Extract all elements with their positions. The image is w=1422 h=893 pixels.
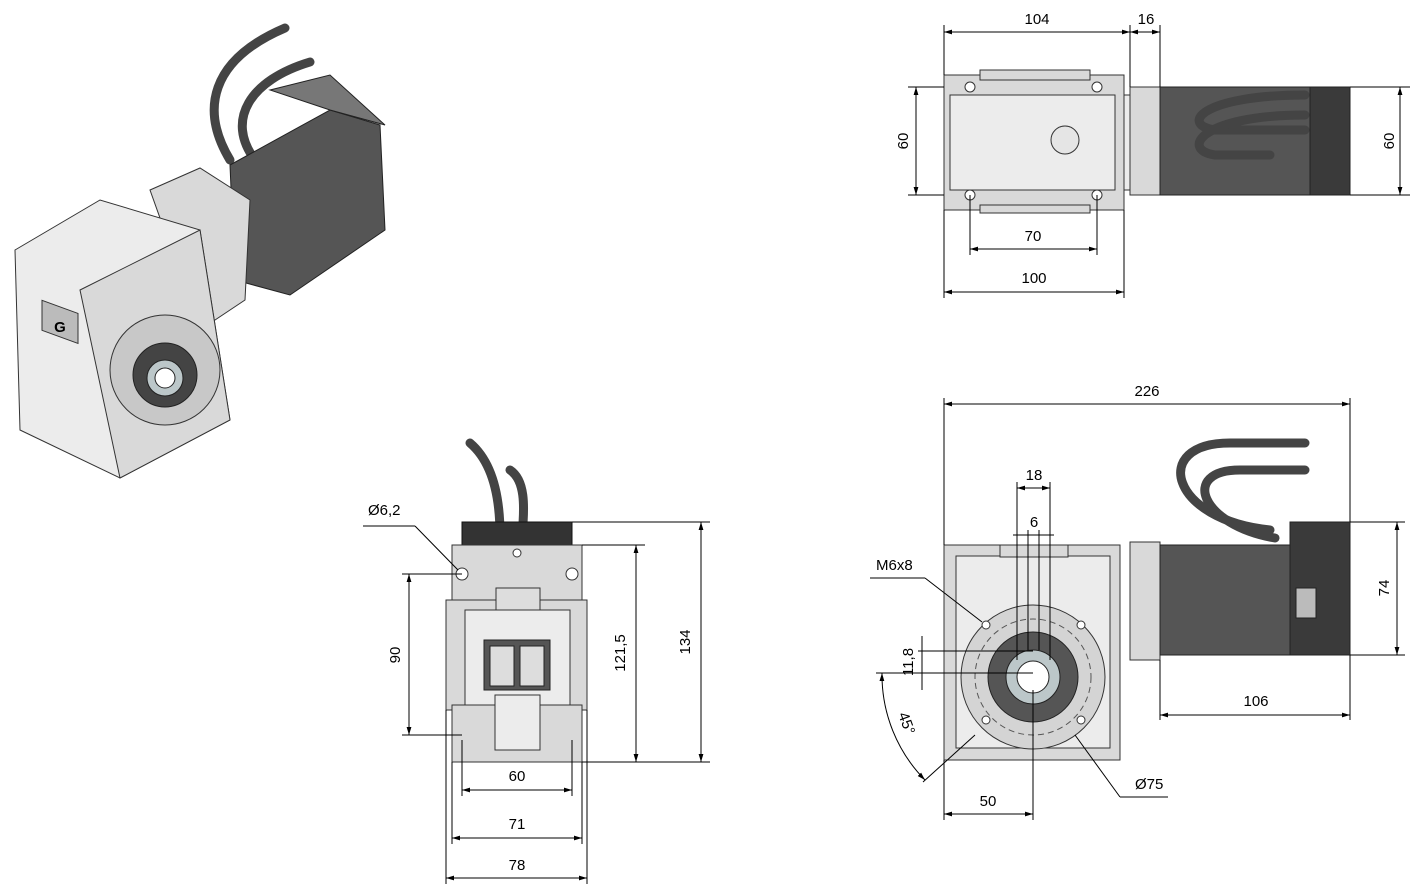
dim-11-8: 11,8 bbox=[900, 648, 917, 676]
dim-18: 18 bbox=[1026, 467, 1043, 484]
dim-100: 100 bbox=[1021, 270, 1046, 287]
dim-226: 226 bbox=[1134, 383, 1159, 400]
dim-6: 6 bbox=[1030, 514, 1038, 531]
dim-60-base: 60 bbox=[509, 768, 526, 785]
logo-letter: G bbox=[54, 319, 66, 336]
side-view: Ø6,2 90 121,5 134 60 71 78 bbox=[363, 438, 710, 884]
dim-16: 16 bbox=[1138, 11, 1155, 28]
dim-134: 134 bbox=[677, 629, 694, 654]
dim-60-left: 60 bbox=[895, 133, 912, 150]
dim-45-deg: 45° bbox=[894, 710, 918, 737]
dim-90: 90 bbox=[387, 647, 404, 664]
isometric-view: G bbox=[14, 23, 386, 479]
dim-74: 74 bbox=[1376, 580, 1393, 597]
dim-104: 104 bbox=[1024, 11, 1049, 28]
label-m6x8: M6x8 bbox=[876, 557, 913, 574]
dim-70: 70 bbox=[1025, 228, 1042, 245]
dim-60-right: 60 bbox=[1381, 133, 1398, 150]
top-view: 104 16 60 70 100 60 bbox=[895, 11, 1410, 298]
dim-71: 71 bbox=[509, 816, 526, 833]
dim-78: 78 bbox=[509, 857, 526, 874]
dim-106: 106 bbox=[1243, 693, 1268, 710]
dim-50: 50 bbox=[980, 793, 997, 810]
label-d6-2: Ø6,2 bbox=[368, 502, 401, 519]
label-d75: Ø75 bbox=[1135, 776, 1163, 793]
front-view: 226 18 6 50 11,8 45° M6x8 Ø75 74 106 bbox=[870, 383, 1405, 820]
dim-121-5: 121,5 bbox=[612, 634, 629, 672]
